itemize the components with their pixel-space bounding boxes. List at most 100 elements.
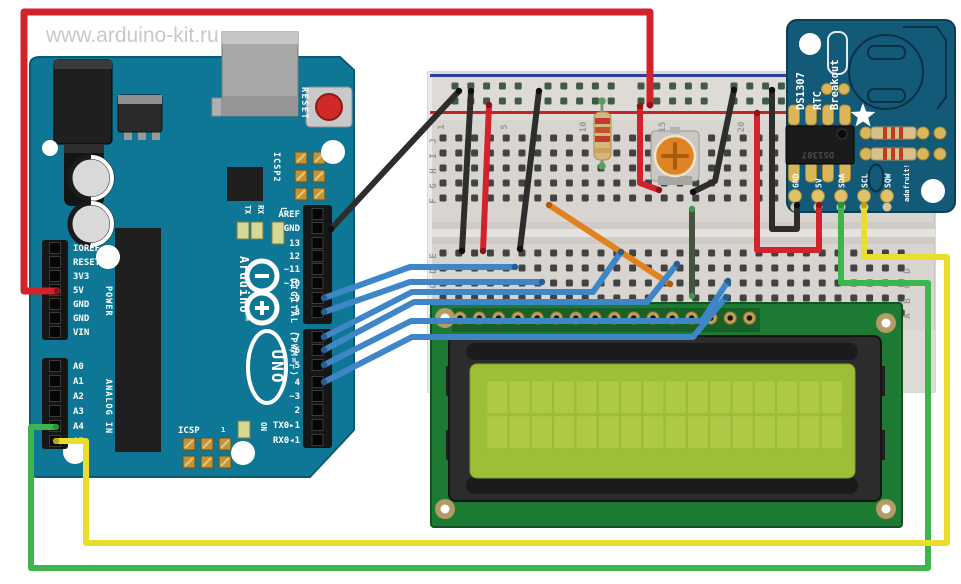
wire-end-5v-red [646,101,654,109]
breadboard-hole [613,134,621,142]
breadboard-hole [676,194,684,202]
breadboard-hole [471,134,479,142]
lcd-cell [620,415,642,449]
breadboard-hole [581,149,589,157]
breadboard-hole [471,149,479,157]
breadboard-hole [471,249,479,257]
breadboard-hole [708,164,716,172]
wire-end-pot-wiper-green [688,205,696,213]
wire-end-rtc-gnd-black [793,201,801,209]
pin-label-4: 4 [295,378,301,388]
wire-blue-d6 [321,261,680,353]
breadboard-hole [723,264,731,272]
breadboard-hole [613,279,621,287]
icsp-pin-shine [184,457,194,467]
breadboard-hole [597,249,605,257]
wire-end-lcd-orange [545,201,553,209]
breadboard-hole [502,164,510,172]
breadboard-hole [644,164,652,172]
arduino-uno-board: RESET ICSP2 TX RX L AREF GND 13 [29,31,355,478]
breadboard-rail-hole [669,97,677,105]
on-label: ON [259,422,268,432]
breadboard-hole [581,249,589,257]
pin-socket [49,390,61,402]
icsp-pin-shine [184,439,194,449]
breadboard-hole [771,294,779,302]
breadboard-hole [739,264,747,272]
breadboard-hole [771,264,779,272]
breadboard-hole [708,194,716,202]
wire-end-blue-d5 [320,361,328,369]
breadboard-hole [739,134,747,142]
icsp-label: ICSP [178,426,200,436]
voltage-regulator [117,94,163,140]
breadboard-hole [597,264,605,272]
breadboard-hole [565,134,573,142]
breadboard-hole [613,164,621,172]
icsp-header [182,437,232,469]
pin-label-5v: 5V [73,286,84,296]
pin-socket [49,298,61,310]
wire-blue-d7 [321,249,624,340]
breadboard-hole [897,264,905,272]
pin-label-ioref: IOREF [73,244,100,254]
breadboard-hole [723,249,731,257]
breadboard-hole [486,249,494,257]
breadboard-rail-hole [483,82,491,90]
wire-end-rtc-gnd-black [768,86,776,94]
icsp2-label: ICSP2 [271,152,281,183]
wire-end-gnd-black [455,87,463,95]
breadboard-hole [502,249,510,257]
pin-socket [311,404,324,416]
breadboard-hole [455,134,463,142]
mount-hole [231,441,255,465]
lcd-pin-hole [746,315,753,321]
wire-rtc-sda-green [28,202,931,571]
breadboard-hole [581,134,589,142]
icsp-pin-shine [314,189,324,199]
lcd-cell [486,380,508,414]
lcd-cell [821,415,843,449]
rx-led [250,221,264,240]
breadboard-hole [550,279,558,287]
wire-end-blue-d7 [617,248,625,256]
lcd-cell [665,415,687,449]
pin-label-a3: A3 [73,407,84,417]
pin-socket [49,360,61,372]
breadboard-hole [723,194,731,202]
breadboard-hole [534,179,542,187]
breadboard-hole [550,249,558,257]
pin-label-11: ~11 [284,265,300,275]
breadboard-rail-hole [653,82,661,90]
wire-end-blue-d9 [511,263,519,271]
lcd-cell [642,415,664,449]
breadboard-hole [439,134,447,142]
breadboard-rail-hole [746,82,754,90]
breadboard-hole [708,264,716,272]
lcd-cell [731,415,754,449]
breadboard-hole [455,179,463,187]
rtc-chip-pads [788,104,851,183]
breadboard-hole [550,264,558,272]
breadboard-hole [550,164,558,172]
breadboard-rail-hole [700,97,708,105]
breadboard-hole [581,279,589,287]
col-number: 1 [437,124,447,129]
wire-end-bb-red-mid [655,186,663,194]
breadboard-hole [771,279,779,287]
pin-label-a0: A0 [73,362,84,372]
pin-label-9: ~9 [289,294,300,304]
breadboard-rail-hole [684,82,692,90]
breadboard-hole [708,279,716,287]
pin-label-a4: A4 [73,422,84,432]
lcd-cell [798,380,821,414]
pin-label-5: ~5 [289,361,300,371]
wire-blue-d4 [321,294,729,385]
breadboard-hole [723,179,731,187]
pin-label-3v3: 3V3 [73,272,89,282]
breadboard-hole [502,179,510,187]
breadboard-hole [676,279,684,287]
breadboard-hole [629,179,637,187]
breadboard-rail-hole [498,82,506,90]
rtc-silk-ellipse [867,163,885,193]
